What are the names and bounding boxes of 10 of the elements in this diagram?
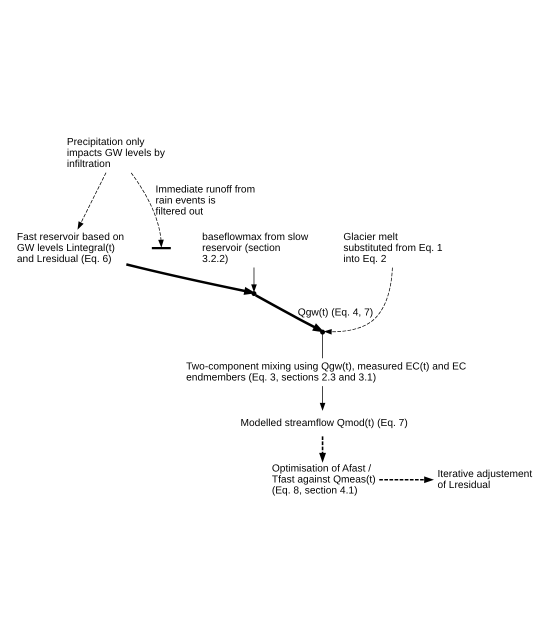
node-text: Modelled streamflow Qmod(t) (Eq. 7) [240, 417, 408, 428]
node-text: Optimisation of Afast / Tfast against Qmeas(t) (Eq. 8, section 4.1) [272, 463, 376, 496]
node-text: Glacier melt substituted from Eq. 1 into Eq. 2 [343, 231, 443, 264]
edge-label: Qgw(t) (Eq. 4, 7) [298, 307, 374, 318]
node-text: Two-component mixing using Qgw(t), measured EC(t) and EC endmembers (Eq. 3, sections 2.3 and 3.1) [186, 360, 466, 383]
node-text: Precipitation only impacts GW levels by infiltration [66, 136, 165, 170]
edge-label: Immediate runoff from rain events is filtered out [155, 184, 256, 217]
node-text: Fast reservoir based on GW levels Lintegral(t) and Lresidual (Eq. 6) [16, 231, 124, 264]
node-text: baseflowmax from slow reservoir (section 3.2.2) [202, 231, 308, 264]
node-text: Iterative adjustement of Lresidual [437, 468, 532, 490]
